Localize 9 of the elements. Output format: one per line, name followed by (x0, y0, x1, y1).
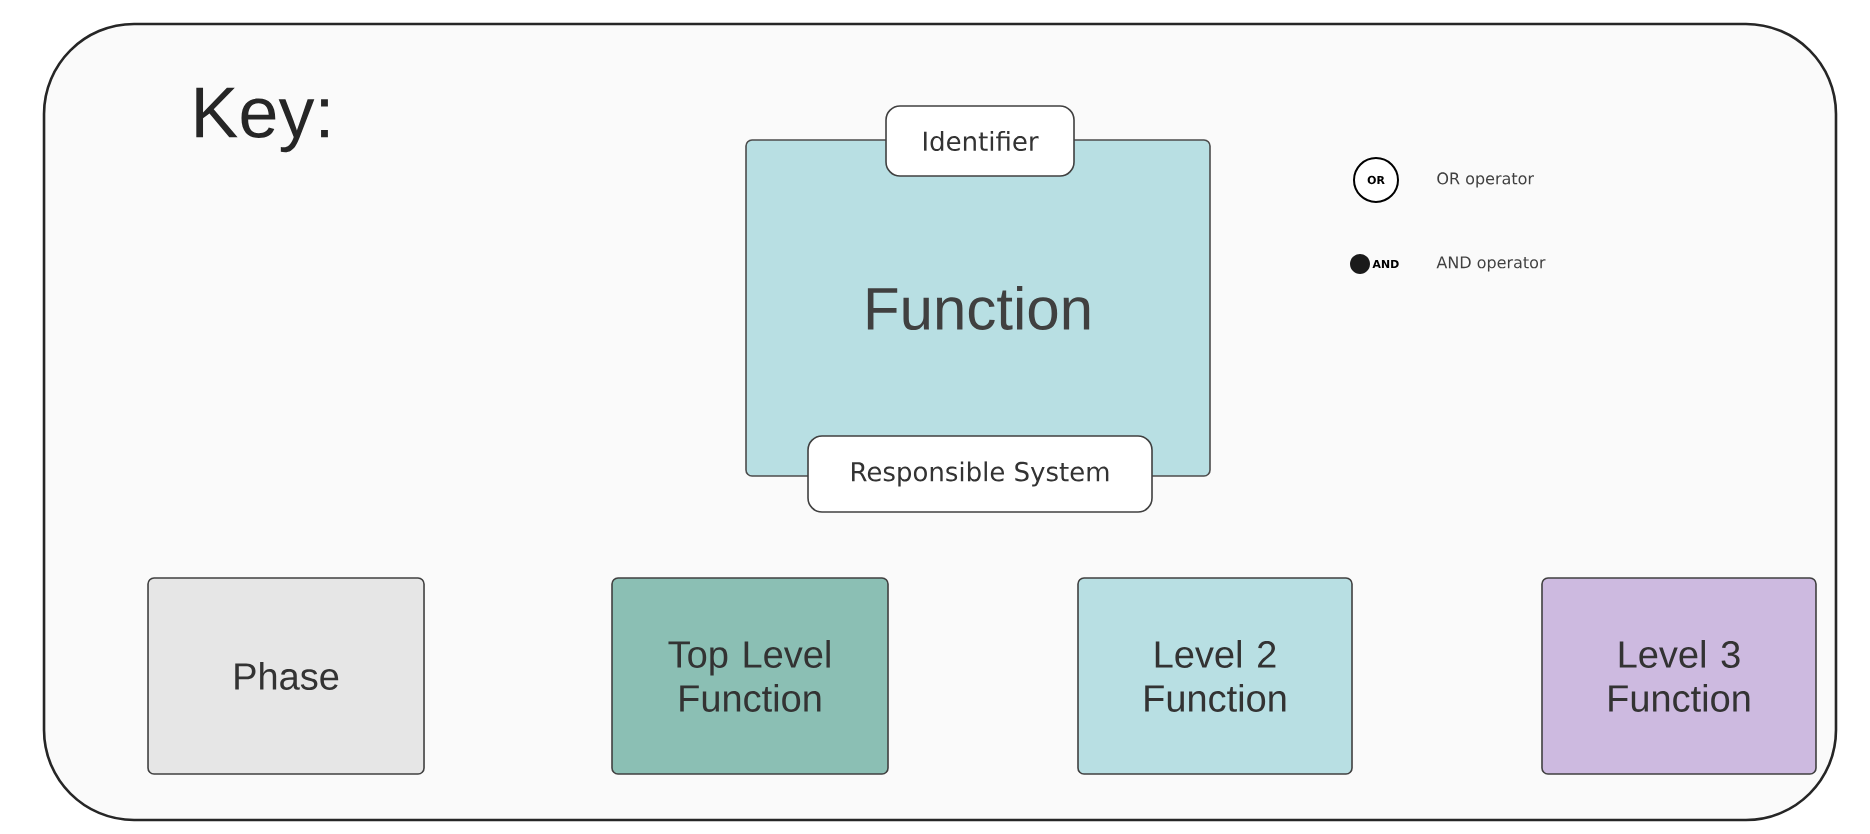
key-box: Level 2 Function (1077, 577, 1353, 775)
tag-box: Identifier (885, 105, 1075, 177)
operator-label: AND operator (1436, 256, 1546, 272)
key-box: Top Level Function (611, 577, 889, 775)
key-box: Phase (147, 577, 425, 775)
operator-label: OR operator (1437, 172, 1534, 188)
tag-box: Responsible System (807, 435, 1153, 513)
and-dot (1350, 254, 1370, 274)
key-box: Level 3 Function (1541, 577, 1817, 775)
